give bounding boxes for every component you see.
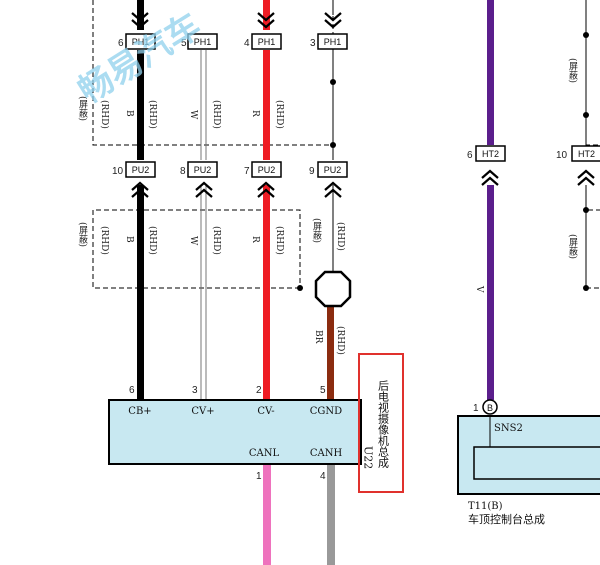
lower-shield-frame bbox=[92, 209, 301, 289]
wire-color-label: R bbox=[250, 110, 260, 117]
vertical-labels: (屏蔽) (RHD) B (RHD) W (RHD) R (RHD) (屏蔽) … bbox=[77, 58, 578, 355]
connector-pu2-label: PU2 bbox=[132, 165, 150, 175]
console-name: 车顶控制台总成 bbox=[468, 512, 545, 526]
camera-code: U22 bbox=[362, 446, 375, 469]
wire-red-top bbox=[263, 0, 270, 30]
pin-number: 6 bbox=[129, 385, 135, 396]
right-shield-frame bbox=[585, 0, 600, 289]
shield-label: (屏蔽) bbox=[567, 234, 578, 259]
pin-number: 4 bbox=[320, 471, 326, 482]
pin-number: 1 bbox=[256, 471, 262, 482]
wire-white bbox=[200, 50, 207, 400]
connector-ht2-label: HT2 bbox=[482, 149, 499, 159]
rhd-label: (RHD) bbox=[274, 100, 285, 129]
sns2-pin-letter: B bbox=[487, 403, 493, 413]
console-code: T11(B) bbox=[468, 501, 503, 512]
camera-signals: CB+ CV+ CV- CGND CANL CANH bbox=[128, 406, 342, 459]
pin-number: 1 bbox=[473, 403, 479, 414]
connector-pu2-row: PU2 PU2 PU2 PU2 bbox=[125, 161, 348, 178]
pin-number: 7 bbox=[244, 166, 250, 177]
rhd-label: (RHD) bbox=[99, 226, 110, 255]
rhd-label: (RHD) bbox=[274, 226, 285, 255]
wire-red-mid bbox=[263, 50, 270, 160]
signal-sns2: SNS2 bbox=[494, 423, 523, 434]
signal-cv-plus: CV+ bbox=[191, 406, 214, 417]
pin-number: 5 bbox=[320, 385, 326, 396]
wire-black-top bbox=[137, 0, 144, 30]
wire-black-mid bbox=[137, 50, 144, 160]
rhd-label: (RHD) bbox=[99, 100, 110, 129]
signal-cb: CB+ bbox=[128, 406, 151, 417]
rhd-label: (RHD) bbox=[147, 226, 158, 255]
wire-color-label: W bbox=[188, 110, 198, 120]
connector-ht2-label: HT2 bbox=[578, 149, 595, 159]
wire-color-label: BR bbox=[313, 330, 323, 344]
camera-name: 后电视摄像机总成 bbox=[377, 380, 390, 469]
camera-assembly-box bbox=[108, 399, 362, 465]
wire-violet-bottom bbox=[487, 185, 494, 400]
pin-number: 10 bbox=[112, 166, 124, 177]
connector-chevrons bbox=[131, 12, 595, 198]
rhd-label: (RHD) bbox=[211, 226, 222, 255]
rhd-label: (RHD) bbox=[147, 100, 158, 129]
wire-color-label: R bbox=[250, 236, 260, 243]
connector-pu2-label: PU2 bbox=[324, 165, 342, 175]
shield-label: (屏蔽) bbox=[567, 58, 578, 83]
wire-black-bottom bbox=[137, 185, 144, 400]
pin-number: 8 bbox=[180, 166, 186, 177]
shield-label: (屏蔽) bbox=[77, 222, 88, 247]
connector-ph1-label: PH1 bbox=[324, 37, 342, 47]
connector-ph1-label: PH1 bbox=[258, 37, 276, 47]
pin-number: 2 bbox=[256, 385, 262, 396]
connector-pu2-label: PU2 bbox=[258, 165, 276, 175]
connector-pu2-label: PU2 bbox=[194, 165, 212, 175]
shield-ground-node bbox=[314, 270, 352, 308]
connector-ph1-label: PH1 bbox=[194, 37, 212, 47]
rhd-label: (RHD) bbox=[211, 100, 222, 129]
connector-ph1-row: PH1 PH1 PH1 PH1 bbox=[125, 33, 348, 50]
shield-label: (屏蔽) bbox=[77, 96, 88, 121]
wire-color-label: V bbox=[474, 285, 484, 293]
shield-label: (屏蔽) bbox=[311, 218, 322, 243]
wire-color-label: B bbox=[124, 110, 134, 117]
wire-violet-top bbox=[487, 0, 494, 145]
connector-ht2-row: HT2 HT2 bbox=[475, 145, 600, 162]
rhd-label: (RHD) bbox=[335, 326, 346, 355]
signal-cv-minus: CV- bbox=[257, 406, 274, 417]
pin-number: 6 bbox=[118, 38, 124, 49]
camera-name-highlight bbox=[358, 353, 404, 493]
wire-pink bbox=[263, 464, 271, 565]
pin-number: 3 bbox=[192, 385, 198, 396]
pin-number: 3 bbox=[310, 38, 316, 49]
sns2-pin bbox=[482, 399, 498, 415]
connector-ph1-label: PH1 bbox=[132, 37, 150, 47]
signal-canl: CANL bbox=[249, 448, 280, 459]
wire-gray bbox=[327, 464, 335, 565]
pin-number: 10 bbox=[556, 150, 568, 161]
rhd-label: (RHD) bbox=[335, 222, 346, 251]
wire-brown bbox=[327, 305, 334, 400]
roof-console-inner bbox=[473, 446, 600, 480]
pin-number: 4 bbox=[244, 38, 250, 49]
wire-color-label: W bbox=[188, 236, 198, 246]
signal-canh: CANH bbox=[310, 448, 343, 459]
pin-number: 9 bbox=[309, 166, 315, 177]
wire-color-label: B bbox=[124, 236, 134, 243]
signal-cgnd: CGND bbox=[310, 406, 342, 417]
wire-red-bottom bbox=[263, 185, 270, 400]
pin-number: 5 bbox=[181, 38, 187, 49]
pin-number: 6 bbox=[467, 150, 473, 161]
pin-numbers: 6 5 4 3 10 8 7 9 6 10 6 3 2 5 1 4 1 bbox=[112, 38, 568, 482]
